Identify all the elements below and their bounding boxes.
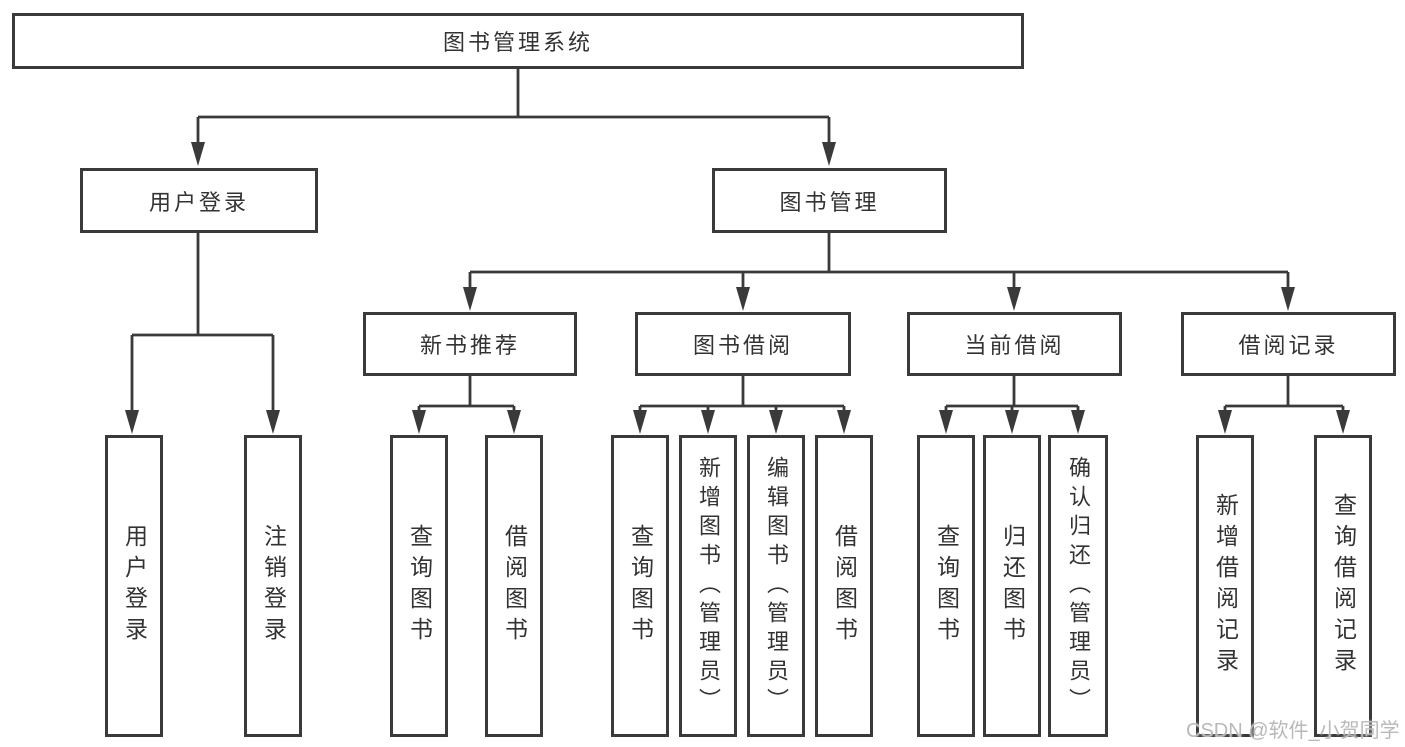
node-label: 新增图书（管理员） xyxy=(696,455,721,717)
leaf-search-books: 查询图书 xyxy=(390,435,448,737)
leaf-logout: 注销登录 xyxy=(244,435,302,737)
leaf-search-books: 查询图书 xyxy=(611,435,669,737)
node-label: 当前借阅 xyxy=(964,333,1065,358)
node-current-borrowing: 当前借阅 xyxy=(907,312,1122,376)
leaf-edit-books-admin: 编辑图书（管理员） xyxy=(747,435,805,737)
leaf-borrow-books: 借阅图书 xyxy=(485,435,543,737)
leaf-user-login: 用户登录 xyxy=(105,435,163,737)
node-book-management: 图书管理 xyxy=(712,168,947,233)
node-label: 编辑图书（管理员） xyxy=(764,455,789,717)
node-label: 图书管理系统 xyxy=(442,30,593,55)
node-label: 借阅图书 xyxy=(831,524,858,648)
node-label: 确认归还（管理员） xyxy=(1066,455,1091,717)
node-label: 查询图书 xyxy=(933,524,960,648)
node-label: 图书管理 xyxy=(779,189,880,215)
node-label: 查询图书 xyxy=(627,524,654,648)
leaf-search-books: 查询图书 xyxy=(917,435,975,737)
node-label: 用户登录 xyxy=(121,524,148,648)
node-label: 归还图书 xyxy=(999,524,1026,648)
leaf-borrow-books: 借阅图书 xyxy=(815,435,873,737)
leaf-search-borrow-record: 查询借阅记录 xyxy=(1314,435,1372,737)
node-label: 查询图书 xyxy=(406,524,433,648)
node-label: 新书推荐 xyxy=(419,333,520,358)
node-label: 用户登录 xyxy=(148,189,249,215)
csdn-watermark: CSDN @软件_小贺同学 xyxy=(1186,720,1400,742)
leaf-confirm-return-admin: 确认归还（管理员） xyxy=(1048,435,1108,737)
node-label: 注销登录 xyxy=(260,524,287,648)
node-label: 新增借阅记录 xyxy=(1212,493,1239,679)
leaf-add-books-admin: 新增图书（管理员） xyxy=(679,435,737,737)
leaf-return-books: 归还图书 xyxy=(983,435,1041,737)
node-label: 借阅记录 xyxy=(1238,333,1339,358)
node-book-borrowing: 图书借阅 xyxy=(635,312,851,376)
node-label: 图书借阅 xyxy=(692,333,793,358)
node-label: 查询借阅记录 xyxy=(1330,493,1357,679)
leaf-add-borrow-record: 新增借阅记录 xyxy=(1196,435,1254,737)
node-library-management-system: 图书管理系统 xyxy=(12,13,1024,69)
node-new-book-recommendation: 新书推荐 xyxy=(363,312,577,376)
node-label: 借阅图书 xyxy=(501,524,528,648)
node-borrowing-records: 借阅记录 xyxy=(1181,312,1396,376)
node-user-login: 用户登录 xyxy=(80,168,318,233)
